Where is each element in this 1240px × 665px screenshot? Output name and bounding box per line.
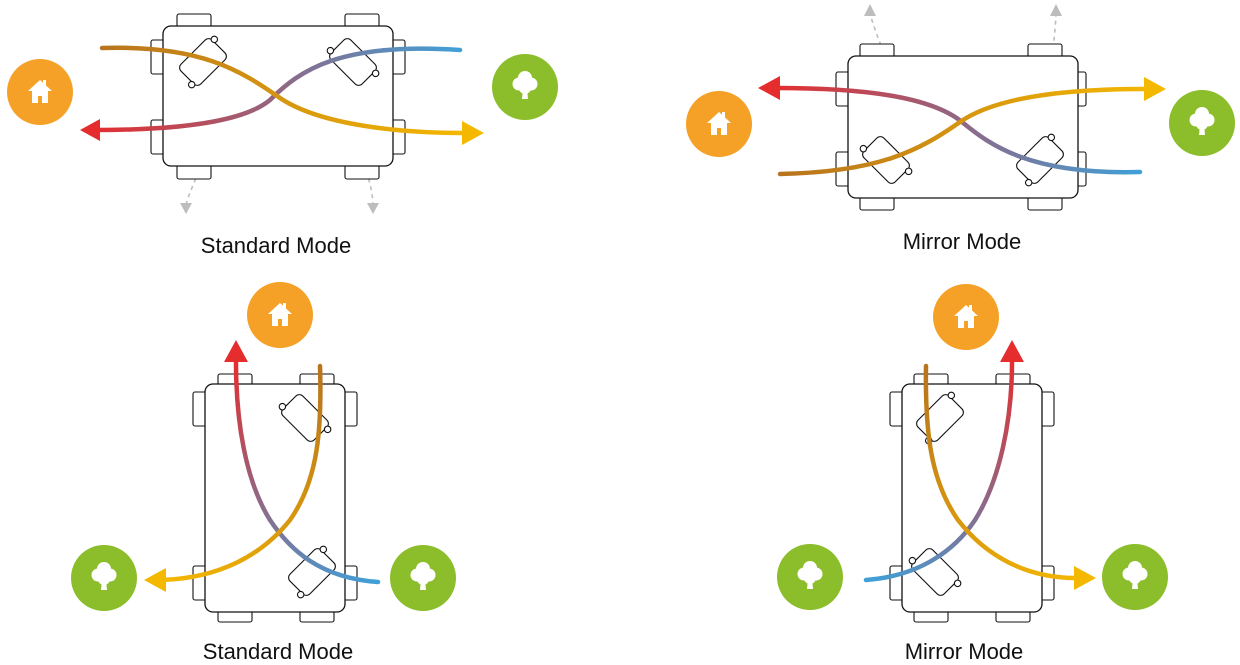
panel-standard-mode-vertical: Standard Mode (71, 282, 456, 664)
tree-icon (777, 544, 843, 610)
unit-body (835, 43, 1087, 211)
home-icon (933, 284, 999, 350)
flow-intake-to-exhaust (159, 363, 323, 583)
arrowhead-exhaust (1074, 566, 1096, 590)
flow-intake-to-exhaust (777, 86, 1147, 177)
arrowhead-supply (1000, 340, 1024, 362)
arrowhead-exhaust (462, 121, 484, 145)
flow-extract-to-supply (233, 359, 381, 585)
panel-mirror-mode-horizontal: Mirror Mode (686, 4, 1235, 254)
flow-extract-to-supply (93, 46, 463, 133)
tree-icon (492, 54, 558, 120)
home-icon (686, 91, 752, 157)
home-icon (247, 282, 313, 348)
caption-standard-mode-1: Standard Mode (201, 233, 351, 258)
caption-standard-mode-2: Standard Mode (203, 639, 353, 664)
home-icon (7, 59, 73, 125)
tree-icon (71, 545, 137, 611)
unit-body (889, 373, 1055, 623)
caption-mirror-mode-1: Mirror Mode (903, 229, 1022, 254)
arrowhead-exhaust (1144, 77, 1166, 101)
tree-icon (1102, 544, 1168, 610)
unit-body (192, 373, 358, 623)
caption-mirror-mode-2: Mirror Mode (905, 639, 1024, 664)
panel-standard-mode-horizontal: Standard Mode (7, 13, 558, 258)
panel-mirror-mode-vertical: Mirror Mode (777, 284, 1168, 664)
arrowhead-exhaust (144, 568, 166, 592)
tree-icon (390, 545, 456, 611)
arrowhead-supply (80, 119, 100, 141)
arrowhead-supply (224, 340, 248, 362)
flow-intake-to-exhaust (923, 363, 1079, 581)
flow-extract-to-supply (863, 359, 1015, 583)
tree-icon (1169, 90, 1235, 156)
arrowhead-supply (758, 76, 780, 100)
flow-intake-to-exhaust (99, 45, 465, 136)
